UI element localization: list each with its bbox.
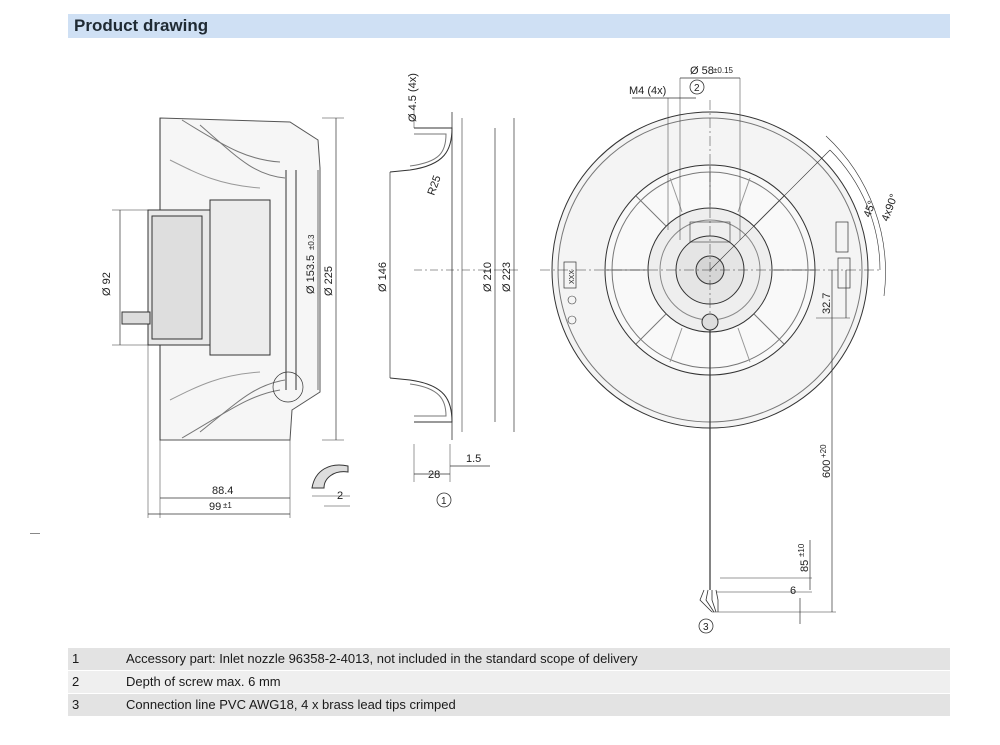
dim-600-tol: +20 bbox=[819, 444, 828, 458]
dim-92: Ø 92 bbox=[101, 272, 113, 296]
dim-223: Ø 223 bbox=[501, 262, 513, 292]
dim-153: Ø 153.5 bbox=[305, 255, 317, 294]
dim-146: Ø 146 bbox=[377, 262, 389, 292]
note-number: 1 bbox=[72, 651, 80, 666]
section-header: Product drawing bbox=[68, 14, 950, 38]
dim-85-tol: ±10 bbox=[797, 543, 806, 557]
angle-4x90: 4x90° bbox=[880, 192, 901, 223]
note-number: 2 bbox=[72, 674, 80, 689]
margin-tick bbox=[30, 533, 40, 534]
product-drawing: Ø 92 Ø 153.5 ±0.3 Ø 225 88.4 99 ±1 2 Ø 4… bbox=[101, 65, 901, 634]
dim-153-tol: ±0.3 bbox=[307, 234, 316, 250]
side-view-labels: Ø 92 Ø 153.5 ±0.3 Ø 225 88.4 99 ±1 2 bbox=[101, 234, 343, 513]
dim-m4: M4 (4x) bbox=[629, 85, 666, 97]
section-title: Product drawing bbox=[74, 16, 209, 35]
dim-28: 28 bbox=[428, 469, 440, 481]
radius-label: R25 bbox=[426, 174, 444, 197]
notes-table: 1 Accessory part: Inlet nozzle 96358-2-4… bbox=[68, 648, 950, 717]
dim-1-5: 1.5 bbox=[466, 453, 481, 465]
angle-45: 45° bbox=[862, 199, 879, 219]
callout-1: 1 bbox=[441, 496, 447, 507]
note-text: Connection line PVC AWG18, 4 x brass lea… bbox=[126, 697, 456, 712]
note-row: 1 Accessory part: Inlet nozzle 96358-2-4… bbox=[68, 648, 950, 670]
callout-2: 2 bbox=[694, 83, 700, 94]
label-plate-text: XXX bbox=[569, 270, 576, 284]
note-text: Accessory part: Inlet nozzle 96358-2-401… bbox=[126, 651, 638, 666]
dim-6: 6 bbox=[790, 585, 796, 597]
note-row: 3 Connection line PVC AWG18, 4 x brass l… bbox=[68, 694, 950, 716]
callout-3: 3 bbox=[703, 622, 709, 633]
dim-600: 600 bbox=[821, 460, 833, 478]
dim-2: 2 bbox=[337, 490, 343, 502]
note-number: 3 bbox=[72, 697, 80, 712]
nozzle-view-labels: Ø 4.5 (4x) R25 Ø 146 Ø 210 Ø 223 28 1.5 … bbox=[377, 73, 513, 507]
front-view bbox=[540, 77, 886, 634]
note-row: 2 Depth of screw max. 6 mm bbox=[68, 671, 950, 693]
dim-99: 99 bbox=[209, 501, 221, 513]
dim-85: 85 bbox=[799, 560, 811, 572]
side-view bbox=[112, 117, 350, 518]
dim-225: Ø 225 bbox=[323, 266, 335, 296]
dim-88: 88.4 bbox=[212, 485, 233, 497]
dim-32-7: 32.7 bbox=[821, 293, 833, 314]
dim-58-tol: ±0.15 bbox=[713, 66, 734, 75]
dim-99-tol: ±1 bbox=[223, 501, 232, 510]
dim-hole: Ø 4.5 (4x) bbox=[407, 73, 419, 122]
dim-210: Ø 210 bbox=[482, 262, 494, 292]
nozzle-view bbox=[389, 105, 520, 508]
dim-58: Ø 58 bbox=[690, 65, 714, 77]
note-text: Depth of screw max. 6 mm bbox=[126, 674, 281, 689]
